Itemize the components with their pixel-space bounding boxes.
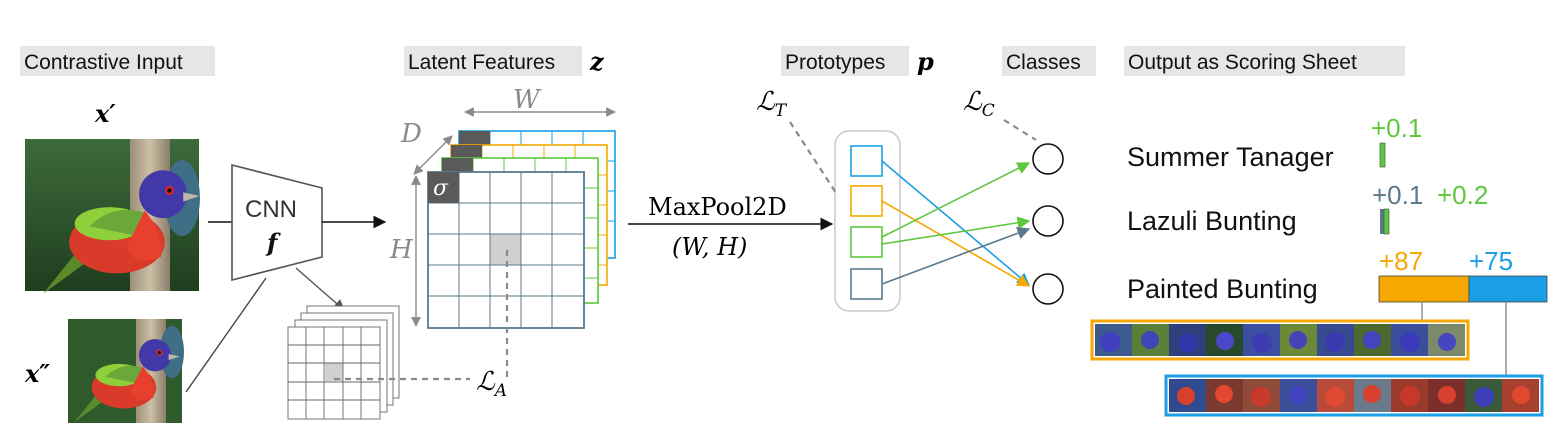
score-bar-painted-orange — [1378, 275, 1470, 303]
maxpool-op-label: MaxPool2D — [648, 193, 787, 221]
prototype-loss-link — [789, 121, 839, 197]
score-painted-orange: +87 — [1379, 246, 1423, 276]
class-node-painted-bunting — [1032, 273, 1064, 305]
depth-dimension-arrow — [413, 135, 453, 175]
class-loss-label: ℒC — [963, 87, 995, 121]
cnn-encoder: CNN f — [231, 163, 323, 282]
height-label: H — [389, 235, 414, 265]
header-classes: Classes — [1006, 51, 1081, 74]
header-prototypes: Prototypes — [785, 51, 885, 74]
prototypes-symbol: p — [917, 47, 934, 76]
class-label-summer-tanager: Summer Tanager — [1127, 142, 1334, 172]
link-slate-to-lazuli — [881, 227, 1031, 285]
score-bar-lazuli-slate — [1380, 209, 1384, 234]
prototype-blue — [850, 145, 883, 177]
score-tanager-green: +0.1 — [1371, 113, 1422, 143]
sigma-label: σ — [433, 176, 449, 201]
alignment-loss-label: ℒA — [476, 367, 507, 401]
header-latent-features: Latent Features — [408, 51, 555, 74]
second-input-to-cnn-line — [185, 277, 267, 393]
link-orange-to-painted — [881, 200, 1031, 287]
class-node-lazuli-bunting — [1032, 205, 1064, 237]
header-output-scoring-sheet: Output as Scoring Sheet — [1128, 51, 1357, 74]
input-label-x-double-prime: x″ — [24, 359, 50, 388]
link-blue-to-painted — [881, 160, 1030, 286]
class-loss-link — [1003, 119, 1037, 141]
orange-prototype-patches — [1090, 319, 1470, 361]
input-image-x-prime — [25, 139, 200, 294]
cnn-to-augmented-arrow — [295, 267, 345, 311]
class-label-painted-bunting: Painted Bunting — [1127, 274, 1318, 304]
score-bar-painted-blue — [1468, 275, 1548, 303]
score-bar-lazuli-green — [1383, 208, 1390, 235]
score-painted-blue: +75 — [1469, 246, 1513, 276]
augmented-feature-stack — [287, 305, 400, 420]
score-bar-tanager-green — [1379, 142, 1386, 168]
input-image-x-double-prime — [68, 319, 184, 423]
prototype-green — [850, 226, 883, 258]
cnn-label: CNN — [245, 196, 297, 223]
score-lazuli-slate: +0.1 — [1372, 180, 1423, 210]
depth-label: D — [400, 119, 422, 149]
prototype-loss-label: ℒT — [756, 87, 788, 121]
link-green-to-tanager — [881, 162, 1031, 238]
input-label-x-prime: x′ — [94, 99, 116, 128]
header-contrastive-input: Contrastive Input — [24, 51, 183, 74]
blue-prototype-patches — [1164, 374, 1544, 417]
maxpool-args-label: (W, H) — [672, 233, 747, 261]
width-label: W — [513, 85, 542, 115]
latent-feature-stack: σ — [427, 130, 616, 329]
class-label-lazuli-bunting: Lazuli Bunting — [1127, 206, 1297, 236]
class-node-summer-tanager — [1032, 143, 1064, 175]
encoder-symbol: f — [265, 228, 281, 257]
score-lazuli-green: +0.2 — [1437, 180, 1488, 210]
latent-symbol: z — [589, 47, 605, 76]
prototype-slate — [850, 268, 883, 300]
prototype-orange — [850, 185, 883, 217]
link-green-to-lazuli — [881, 216, 1031, 245]
